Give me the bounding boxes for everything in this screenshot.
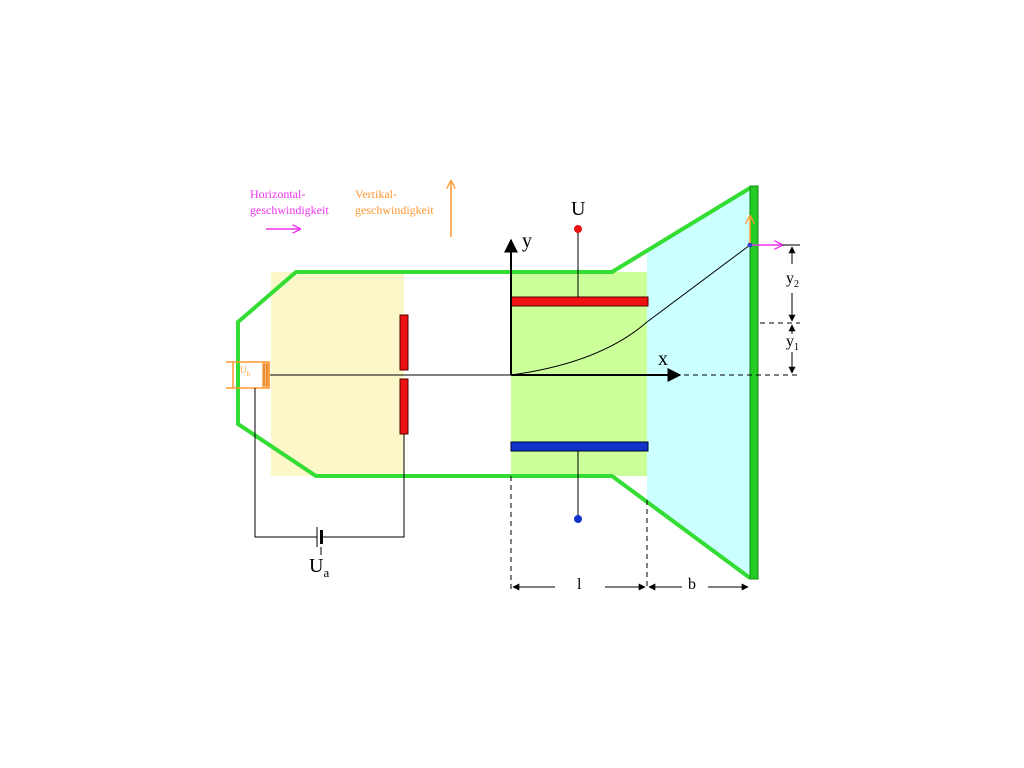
tube-outline xyxy=(236,186,752,580)
cathode-heater xyxy=(226,361,270,389)
length-b-label: b xyxy=(688,576,696,593)
anode-plate-bottom xyxy=(399,378,409,435)
y1-label: y1 xyxy=(786,333,799,353)
drift-region xyxy=(647,188,750,578)
deflection-plate-top xyxy=(510,296,649,307)
x-axis-label: x xyxy=(658,348,668,370)
acceleration-circuit xyxy=(254,388,405,555)
length-l-label: l xyxy=(577,576,582,593)
gun-region xyxy=(271,272,404,476)
legend-vertical-line1: Vertikal- xyxy=(355,187,397,201)
top-plate-terminal xyxy=(574,225,582,233)
y2-label: y2 xyxy=(786,270,799,290)
electron-trajectory xyxy=(510,244,751,376)
legend-vertical-line2: geschwindigkeit xyxy=(355,203,434,217)
plate-voltage-label: U xyxy=(571,198,586,220)
deflection-plate-bottom xyxy=(510,441,649,452)
bottom-plate-terminal xyxy=(574,515,582,523)
screen xyxy=(749,185,759,580)
legend-horizontal-line1: Horizontal- xyxy=(250,187,305,201)
y-axis-label: y xyxy=(522,230,532,252)
heater-voltage-label: Uh xyxy=(240,365,251,378)
accel-voltage-label: Ua xyxy=(309,555,329,580)
anode-plate-top xyxy=(399,314,409,371)
impact-point xyxy=(747,242,753,248)
legend-horizontal-line2: geschwindigkeit xyxy=(250,203,329,217)
